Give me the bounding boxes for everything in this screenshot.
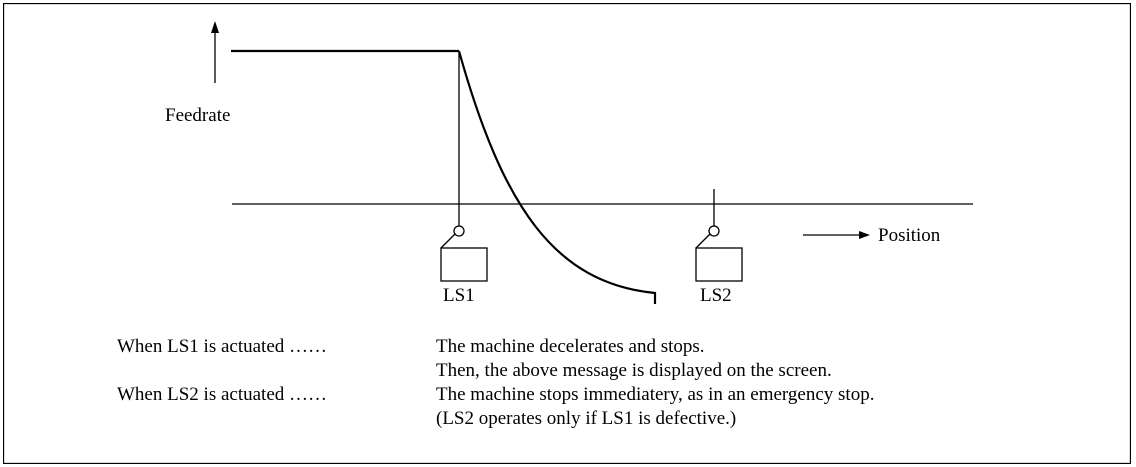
feedrate-arrowhead: [211, 21, 219, 33]
ls1-result-line-1: The machine decelerates and stops.: [436, 336, 705, 357]
ls2-label: LS2: [700, 285, 732, 306]
ls1-switch-body: [440, 247, 488, 282]
position-label: Position: [878, 225, 941, 246]
ls2-switch-body: [695, 247, 743, 282]
feedrate-label: Feedrate: [165, 105, 231, 126]
ls2-condition: When LS2 is actuated ……: [117, 384, 328, 405]
border: [3, 3, 1131, 464]
deceleration-curve: [457, 50, 657, 304]
ls2-result-line-2: (LS2 operates only if LS1 is defective.): [436, 408, 737, 429]
ls1-label: LS1: [443, 285, 475, 306]
ls2-arm: [695, 233, 711, 249]
ls1-arm: [440, 233, 456, 249]
ls1-roller: [453, 225, 465, 237]
feedrate-diagram: [3, 3, 1131, 464]
diagram-frame: Feedrate Position LS1 LS2 When LS1 is ac…: [3, 3, 1131, 464]
position-arrowhead: [859, 231, 870, 239]
ls2-result-line-1: The machine stops immediatery, as in an …: [436, 384, 875, 405]
ls1-condition: When LS1 is actuated ……: [117, 336, 328, 357]
ls1-result-line-2: Then, the above message is displayed on …: [436, 360, 832, 381]
ls2-roller: [708, 225, 720, 237]
